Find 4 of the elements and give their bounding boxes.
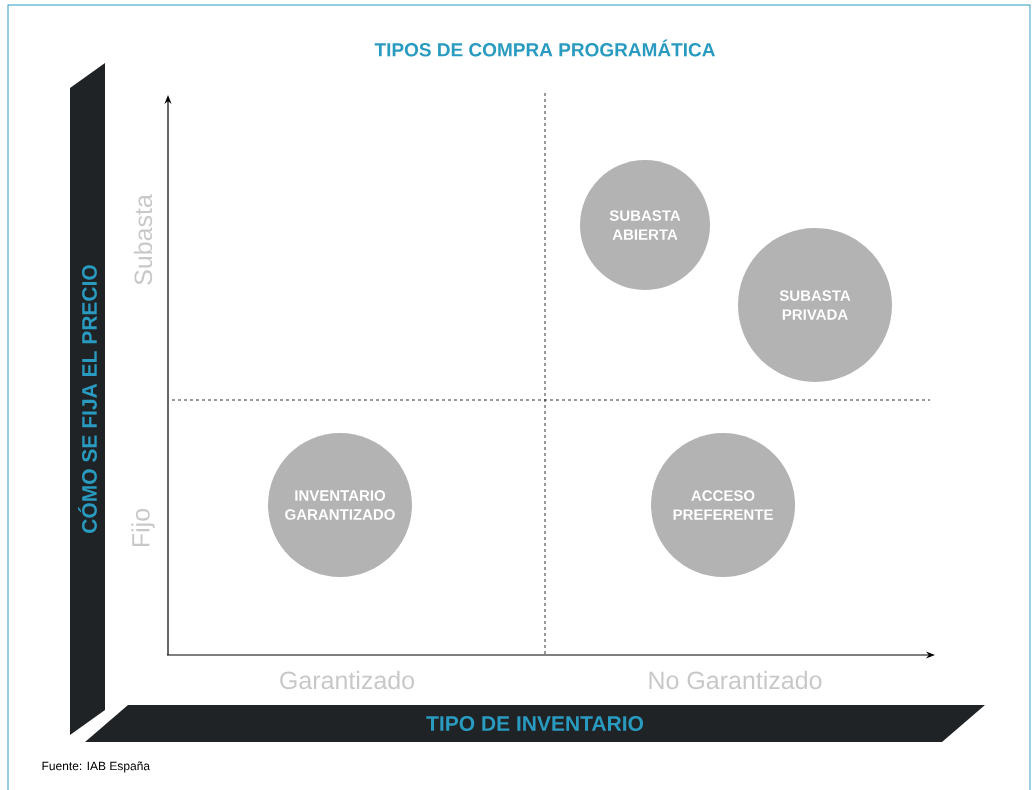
axis-title-band: CÓMO SE FIJA EL PRECIO xyxy=(70,63,105,735)
title: TIPOS DE COMPRA PROGRAMÁTICA xyxy=(374,39,715,57)
axis-title-band: TIPO DE INVENTARIO xyxy=(85,705,985,742)
source-note: Fuente: IAB España xyxy=(42,761,151,773)
